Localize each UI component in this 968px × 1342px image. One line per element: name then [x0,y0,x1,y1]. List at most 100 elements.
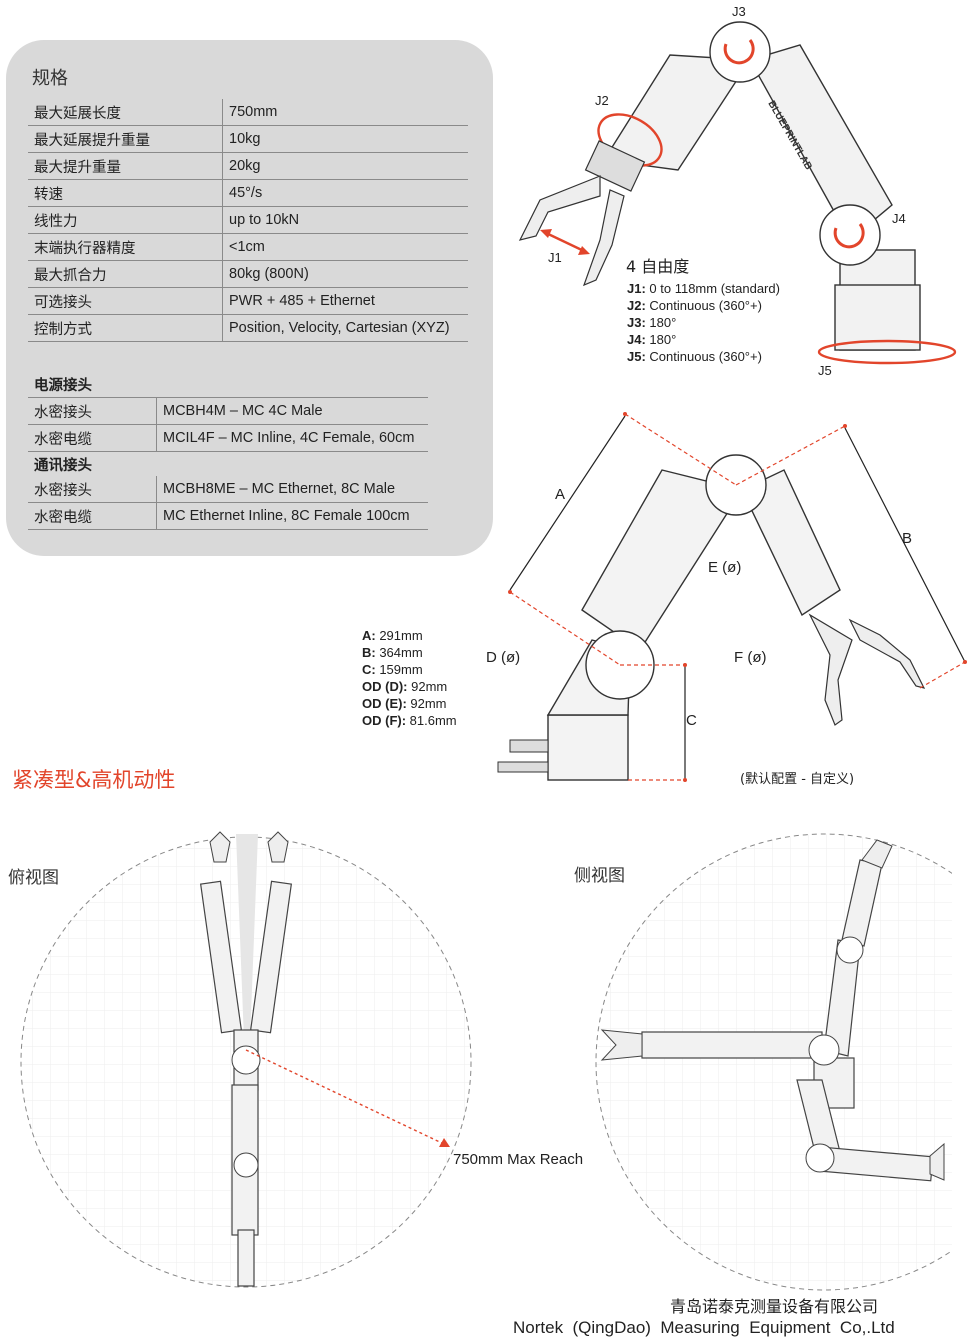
dim-guide [509,591,621,666]
power-connector-heading: 电源接头 [34,378,92,394]
spec-value: MCBH4M – MC 4C Male [156,397,428,425]
spec-value: 20kg [222,152,468,180]
footer-company-cn: 青岛诺泰克测量设备有限公司 [670,1297,879,1316]
spec-value: MCBH8ME – MC Ethernet, 8C Male [156,476,428,503]
joint-j4 [819,204,881,266]
side-view-joint [805,1143,835,1173]
spec-key: 转速 [28,179,223,207]
compact-heading: 紧凑型&高机动性 [12,768,176,792]
top-view-gripper [237,1229,255,1287]
side-view-reach-circle [595,833,952,1291]
spec-key: 可选接头 [28,287,223,315]
dim-point [683,778,687,782]
footer-company-en: Nortek (QingDao) Measuring Equipment Co,… [513,1318,895,1337]
connector-plug [509,739,549,753]
joint-label-j2: J2 [595,93,609,108]
dof-line: J2: Continuous (360°+) [627,298,762,313]
dim-point [963,660,967,664]
top-view-gripper-jaw [209,831,231,863]
spec-value: MCIL4F – MC Inline, 4C Female, 60cm [156,424,428,452]
top-view-gripper-jaw [267,831,289,863]
rotation-arrow-j4 [833,223,865,249]
dimension-drawing: A B C D (ø) E (ø) F (ø) [486,412,967,782]
comm-connector-heading: 通讯接头 [34,458,92,474]
joint-j3 [709,21,771,83]
dim-point [683,663,687,667]
dim-label-a: A [555,486,565,503]
dim-base [547,714,629,781]
top-view-joint [233,1152,259,1178]
dof-title: 4 自由度 [626,257,690,276]
spec-key: 末端执行器精度 [28,233,223,261]
dimension-spec-list: A: 291mm B: 364mm C: 159mm OD (D): 92mm … [362,627,457,729]
spec-value: Position, Velocity, Cartesian (XYZ) [222,314,468,342]
side-view-arm-horizontal [641,1031,823,1059]
dim-line: B: 364mm [362,645,423,660]
dim-label-f: F (ø) [734,649,766,666]
spec-value: 10kg [222,125,468,153]
spec-key: 水密电缆 [28,424,157,452]
top-view-arm-right [249,880,293,1034]
spec-value: 45°/s [222,179,468,207]
default-config-note: (默认配置 - 自定义) [740,772,855,787]
dim-line-b [844,427,966,663]
spec-value: up to 10kN [222,206,468,234]
side-view-title: 侧视图 [574,866,625,886]
top-view-title: 俯视图 [8,868,59,888]
spec-key: 最大延展提升重量 [28,125,223,153]
dim-label-e: E (ø) [708,559,741,576]
spec-key: 最大抓合力 [28,260,223,288]
joint-label-j4: J4 [892,211,906,226]
dim-line: C: 159mm [362,662,423,677]
arrow-head-icon [540,229,552,238]
spec-key: 水密接头 [28,476,157,503]
dof-spec-list: J1: 0 to 118mm (standard) J2: Continuous… [627,280,780,365]
spec-key: 最大延展长度 [28,99,223,126]
dim-gripper-jaw [808,613,853,726]
max-reach-label: 750mm Max Reach [453,1151,584,1168]
dim-link-right [741,469,841,617]
linear-arrow-j1 [543,230,587,254]
dim-guide [919,661,966,689]
joint-label-j1: J1 [548,250,562,265]
dim-line: OD (F): 81.6mm [362,713,457,728]
dof-line: J5: Continuous (360°+) [627,349,762,364]
top-view-sweep [236,834,258,1040]
dim-line: OD (E): 92mm [362,696,447,711]
spec-value: 750mm [222,99,468,126]
rotation-arrow-j5 [817,339,957,365]
dof-arm-illustration: BLUEPRINTLAB J3 J2 J4 J1 J5 [518,4,957,378]
spec-key: 最大提升重量 [28,152,223,180]
gripper-jaw-right [582,189,625,287]
dim-point [843,424,847,428]
spec-value: MC Ethernet Inline, 8C Female 100cm [156,502,428,530]
spec-value: PWR + 485 + Ethernet [222,287,468,315]
dim-label-d: D (ø) [486,649,520,666]
rotation-arrow-j3 [723,39,755,65]
top-view-arm-left [199,880,243,1034]
side-view-gripper-top [861,839,893,869]
top-view-illustration [20,831,472,1288]
max-reach-line [245,1049,447,1146]
side-view-gripper-right [929,1142,945,1181]
side-view-illustration [595,833,952,1291]
dim-point [623,412,627,416]
dim-line-a [509,415,626,591]
connector-plug [497,761,549,773]
arrow-head-icon [578,246,590,255]
joint-label-j3: J3 [732,4,746,19]
dof-line: J4: 180° [627,332,677,347]
spec-key: 控制方式 [28,314,223,342]
arm-link-forearm [748,44,893,242]
